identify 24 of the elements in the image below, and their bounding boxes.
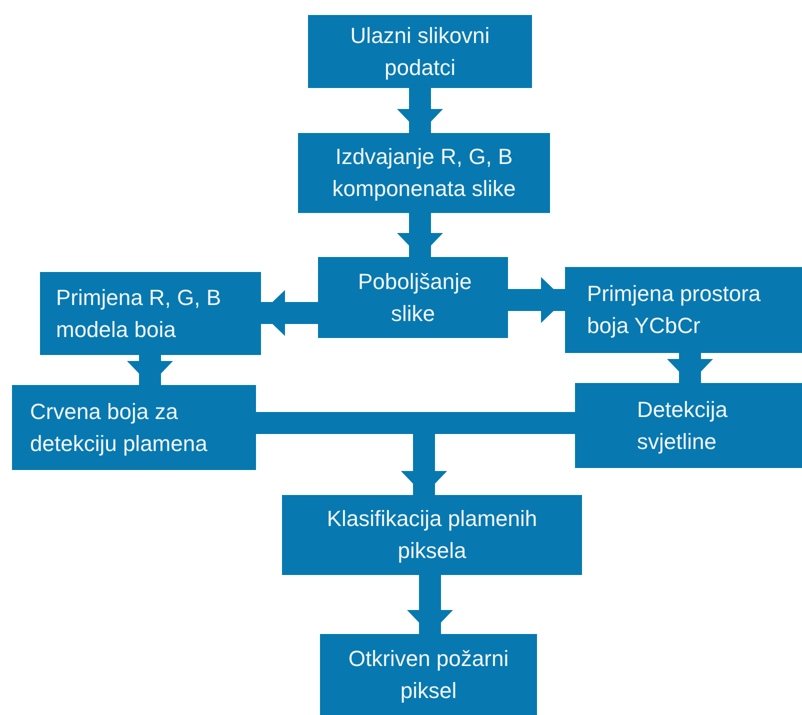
box-label: Ulazni slikovni podatci <box>349 22 491 82</box>
process-box <box>575 383 802 468</box>
process-box <box>12 385 256 470</box>
process-box <box>40 272 261 355</box>
process-box <box>565 267 802 353</box>
process-box <box>320 634 537 715</box>
process-box <box>282 495 582 575</box>
block-arrow <box>667 353 713 383</box>
process-box <box>308 15 532 88</box>
block-arrow <box>397 88 443 133</box>
block-arrow <box>127 355 173 385</box>
box-label: Otkriven požarni piksel <box>347 644 510 705</box>
box-label: Crvena boja za detekciju plamena <box>30 398 208 458</box>
block-arrow <box>407 575 453 634</box>
block-arrow <box>508 277 565 323</box>
block-arrow <box>397 213 443 257</box>
box-label: Izdvajanje R, G, B komponenata slike <box>331 143 517 203</box>
process-box <box>318 257 508 338</box>
box-label: Primjena prostora boja YCbCr <box>587 280 762 340</box>
block-arrow <box>261 290 318 336</box>
box-label: Primjena R, G, B modela boia <box>56 284 222 344</box>
box-label: Detekcija svjetline <box>637 396 728 456</box>
process-box <box>298 133 550 213</box>
box-label: Klasifikacija plamenih piksela <box>326 505 538 565</box>
